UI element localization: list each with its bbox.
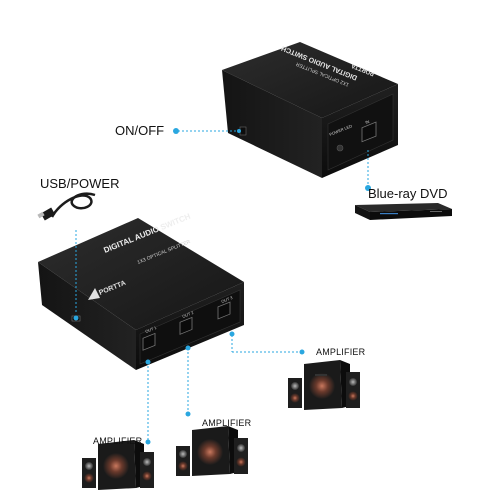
usb-power-label: USB/POWER <box>40 176 120 191</box>
on-off-label: ON/OFF <box>115 123 165 138</box>
out1-callout <box>145 359 151 445</box>
usb-cable-icon <box>37 192 96 221</box>
out3-label: OUT 3 <box>221 295 234 304</box>
usb-power-callout <box>73 230 79 321</box>
top-device-in-label: IN <box>365 119 371 125</box>
optical-out1-port-icon <box>142 332 156 351</box>
optical-in-port-icon <box>361 121 377 143</box>
optical-out2-port-icon <box>179 316 193 335</box>
bluray-label: Blue-ray DVD <box>368 186 448 201</box>
top-splitter-device: DIGITAL AUDIO SWITCH 1X2 OPTICAL SPLITTE… <box>222 42 398 178</box>
out2-label: OUT 2 <box>182 310 195 319</box>
power-led-icon <box>336 144 344 152</box>
speaker-set-left-icon <box>82 440 154 490</box>
on-off-callout <box>173 128 241 134</box>
bottom-splitter-device: DIGITAL AUDIO SWITCH 1X3 OPTICAL SPLITTE… <box>38 212 244 370</box>
bluray-callout <box>365 150 371 191</box>
amplifier-label-middle: AMPLIFIER <box>202 418 252 428</box>
speaker-set-middle-icon <box>176 426 248 476</box>
optical-out3-port-icon <box>217 301 231 320</box>
amplifier-label-left: AMPLIFIER <box>93 436 143 446</box>
out2-callout <box>185 345 191 417</box>
out1-label: OUT 1 <box>145 325 158 334</box>
amplifier-label-right: AMPLIFIER <box>316 347 366 357</box>
speaker-set-right-icon <box>288 360 360 410</box>
bluray-player-icon <box>355 203 452 220</box>
brand-logo-icon <box>88 288 100 300</box>
out3-callout <box>229 331 305 355</box>
